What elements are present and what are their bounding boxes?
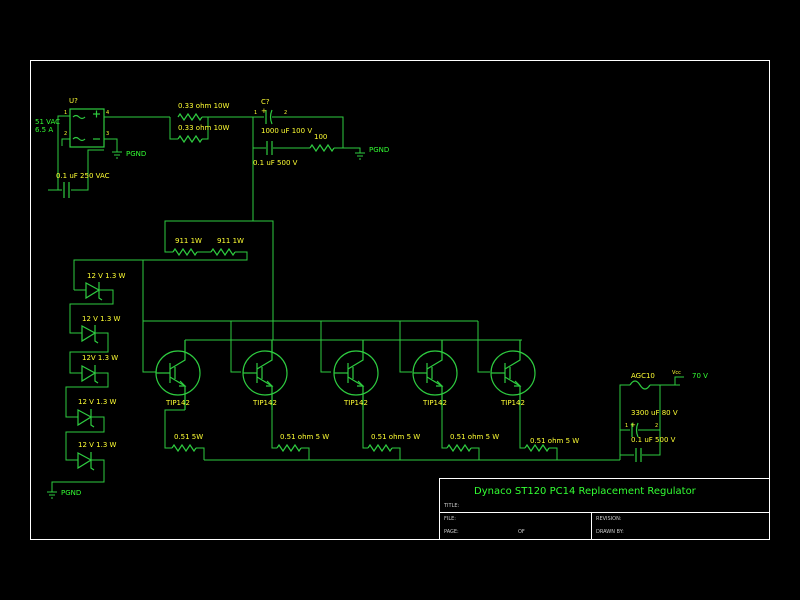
cap-main-plus: + (261, 107, 267, 115)
resistor-sense-bottom (177, 134, 203, 144)
transistor-4 (412, 340, 458, 410)
pgnd-label-2: PGND (369, 146, 389, 154)
transistor-5-label: TIP142 (500, 399, 525, 407)
of-label: OF (518, 529, 525, 535)
cap-main-value: 1000 uF 100 V (261, 127, 312, 135)
bridge-ref: U? (69, 97, 78, 105)
cap-out-plus: + (630, 421, 636, 429)
emitter-resistor-4-value: 0.51 ohm 5 W (450, 433, 499, 441)
emitter-resistor-3 (362, 410, 401, 460)
cap-out-pin2: 2 (655, 423, 658, 429)
zener-stack (47, 281, 114, 499)
resistor-100 (309, 143, 335, 153)
cap-main-pin1: 1 (254, 110, 257, 116)
bridge-rectifier: U? 1 2 3 4 (64, 97, 109, 148)
zener-4-value: 12 V 1.3 W (78, 398, 117, 406)
bridge-pin4: 4 (106, 110, 109, 116)
zener-5-value: 12 V 1.3 W (78, 441, 117, 449)
transistor-2-label: TIP142 (252, 399, 277, 407)
resistor-911-b (210, 247, 236, 257)
revision-label: REVISION: (596, 516, 622, 522)
fuse-agc10 (629, 380, 651, 390)
emitter-resistor-2 (271, 410, 310, 460)
vout-label: 70 V (692, 372, 708, 380)
source-line2: 6.5 A (35, 126, 53, 134)
r-sense-bottom-value: 0.33 ohm 10W (178, 124, 229, 132)
cap-main-ref: C? (261, 98, 270, 106)
fuse-value: AGC10 (631, 372, 655, 380)
zener-3-value: 12V 1.3 W (82, 354, 118, 362)
page-label: PAGE: (444, 529, 459, 535)
cap-out-small-value: 0.1 uF 500 V (631, 436, 676, 444)
file-label: FILE: (444, 516, 456, 522)
r-911-a-value: 911 1W (175, 237, 202, 245)
r-sense-top-value: 0.33 ohm 10W (178, 102, 229, 110)
bridge-pin3: 3 (106, 131, 109, 137)
transistor-1 (155, 340, 201, 410)
zener-2-value: 12 V 1.3 W (82, 315, 121, 323)
title-text: Dynaco ST120 PC14 Replacement Regulator (474, 486, 697, 497)
zener-1-value: 12 V 1.3 W (87, 272, 126, 280)
r-100-value: 100 (314, 133, 327, 141)
transistor-5 (490, 340, 536, 410)
transistor-2 (242, 340, 288, 410)
source-line1: 51 VAC (35, 118, 60, 126)
emitter-resistor-4 (441, 410, 480, 460)
cap-out-pin1: 1 (625, 423, 628, 429)
transistor-3 (333, 340, 379, 410)
cap-small-value: 0.1 uF 500 V (253, 159, 298, 167)
resistor-sense-top (177, 112, 203, 122)
transistor-4-label: TIP142 (422, 399, 447, 407)
emitter-resistor-3-value: 0.51 ohm 5 W (371, 433, 420, 441)
r-911-b-value: 911 1W (217, 237, 244, 245)
cap-out-value: 3300 uF 80 V (631, 409, 678, 417)
title-block: Dynaco ST120 PC14 Replacement Regulator … (439, 478, 770, 540)
emitter-resistor-1-value: 0.51 5W (174, 433, 203, 441)
drawn-by-label: DRAWN BY: (596, 529, 624, 535)
transistor-1-label: TIP142 (165, 399, 190, 407)
pgnd-label-3: PGND (61, 489, 81, 497)
cap-input-value: 0.1 uF 250 VAC (56, 172, 110, 180)
resistor-911-a (172, 247, 198, 257)
emitter-resistor-5 (519, 410, 558, 460)
emitter-resistor-5-value: 0.51 ohm 5 W (530, 437, 579, 445)
transistor-array: TIP142 0.51 5W TIP142 0.51 ohm 5 W TIP142 0.5… (155, 340, 579, 460)
pgnd-label-1: PGND (126, 150, 146, 158)
cap-main-pin2: 2 (284, 110, 287, 116)
bridge-pin1: 1 (64, 110, 67, 116)
transistor-3-label: TIP142 (343, 399, 368, 407)
vcc-label: Vcc (672, 370, 681, 376)
emitter-resistor-1 (164, 409, 205, 460)
drawing-frame (30, 60, 770, 540)
bridge-pin2: 2 (64, 131, 67, 137)
emitter-resistor-2-value: 0.51 ohm 5 W (280, 433, 329, 441)
title-label: TITLE: (443, 503, 460, 509)
